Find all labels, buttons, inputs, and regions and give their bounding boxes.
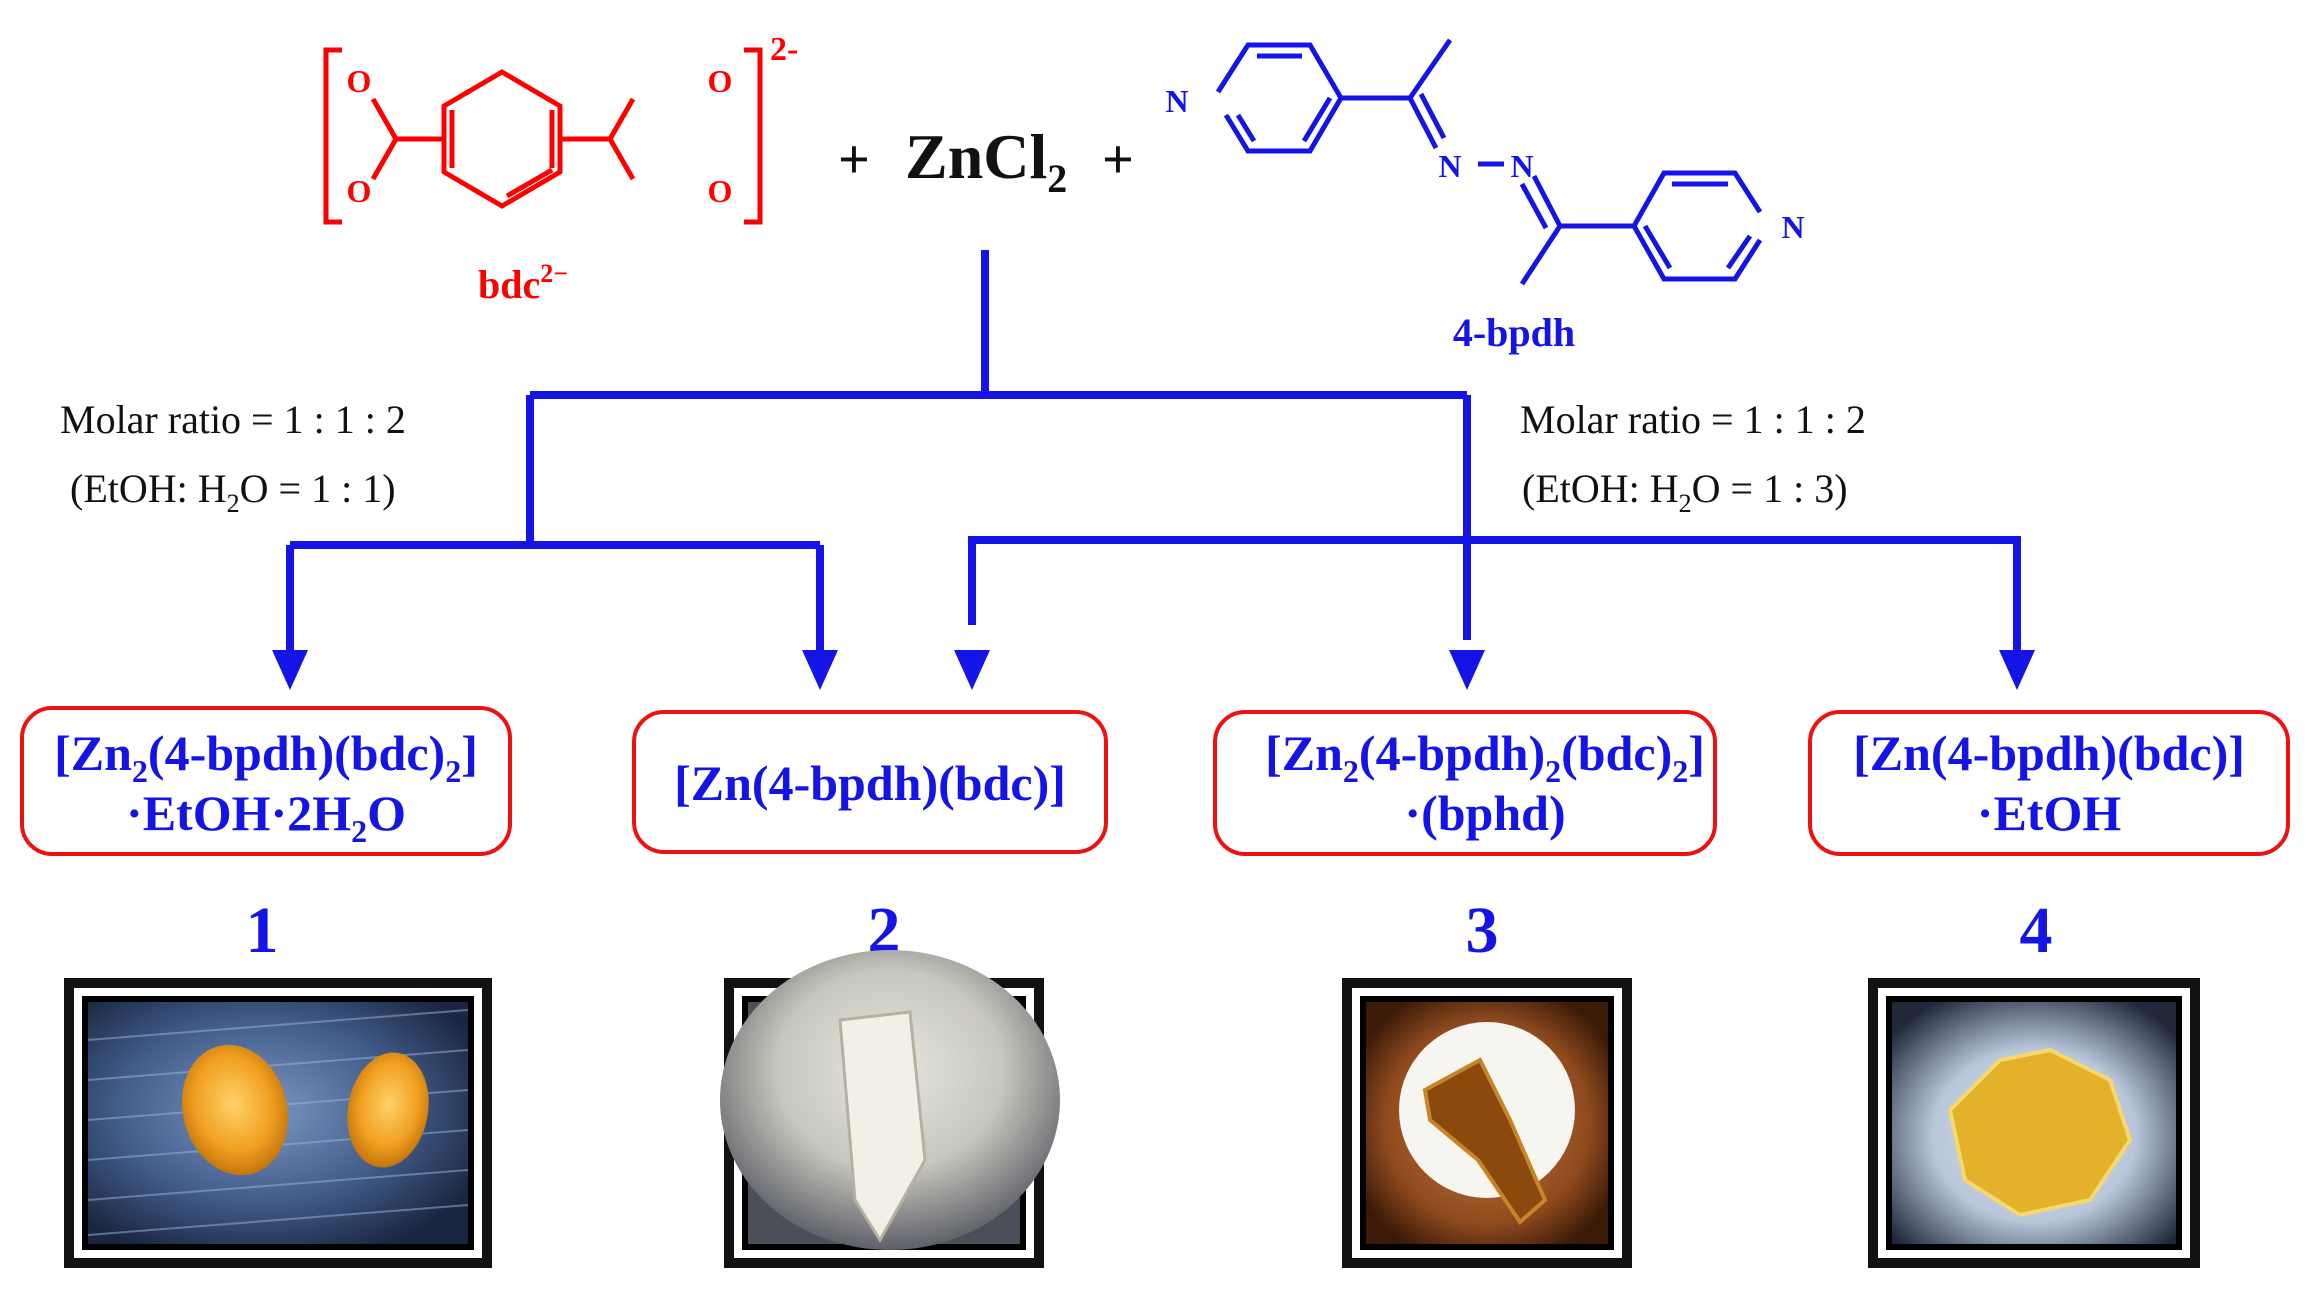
arrowheads [272,650,2035,690]
arrowhead-product-4 [1999,650,2035,690]
nitrogen-atom: N [1438,148,1461,184]
product-number-1: 1 [246,894,279,967]
arrowhead-product-2a [802,650,838,690]
crystal-photo-2 [720,950,1060,1268]
product-4-formula: [Zn(4-bpdh)(bdc)] [1853,725,2245,781]
plus-sign: + [1102,129,1134,191]
left-molar-ratio: Molar ratio = 1 : 1 : 2 [60,397,406,442]
product-box-3: [Zn2(4-bpdh)2(bdc)2] ·(bphd) [1213,710,1717,856]
oxygen-atom: O [347,63,372,99]
product-2-formula: [Zn(4-bpdh)(bdc)] [674,755,1066,811]
bdc-structure [323,47,763,225]
product-box-4: [Zn(4-bpdh)(bdc)] ·EtOH [1808,710,2290,856]
crystal-photo-1 [64,978,492,1268]
left-solvent-ratio: (EtOH: H2O = 1 : 1) [70,466,396,518]
product-3-solvate: ·(bphd) [1404,785,1565,841]
arrowhead-product-2b [954,650,990,690]
product-3-formula: [Zn2(4-bpdh)2(bdc)2] [1265,725,1705,789]
right-solvent-ratio: (EtOH: H2O = 1 : 3) [1522,466,1848,518]
product-number-3: 3 [1466,894,1499,967]
reaction-arrows [286,250,2021,650]
product-4-solvate: ·EtOH [1977,785,2122,841]
product-box-2: [Zn(4-bpdh)(bdc)] [632,710,1108,854]
plus-sign: + [838,129,870,191]
nitrogen-atom: N [1510,148,1533,184]
right-molar-ratio: Molar ratio = 1 : 1 : 2 [1520,397,1866,442]
product-box-1: [Zn2(4-bpdh)(bdc)2] ·EtOH·2H2O [20,706,512,856]
oxygen-atom: O [708,173,733,209]
nitrogen-atom: N [1781,209,1804,245]
arrowhead-product-3 [1449,650,1485,690]
product-1-solvate: ·EtOH·2H2O [126,785,406,849]
arrowhead-product-1 [272,650,308,690]
oxygen-atom: O [347,173,372,209]
bpdh-structure [1215,38,1763,286]
crystal-photo-4 [1868,978,2200,1268]
bracket-charge: 2- [770,31,798,68]
bpdh-label: 4-bpdh [1453,310,1575,355]
product-1-formula: [Zn2(4-bpdh)(bdc)2] [54,725,478,789]
nitrogen-atom: N [1165,83,1188,119]
zncl2-formula: ZnCl2 [905,121,1067,201]
oxygen-atom: O [708,63,733,99]
product-number-4: 4 [2020,894,2053,967]
bdc-label: bdc2− [478,259,568,307]
crystal-photo-3 [1342,978,1632,1268]
